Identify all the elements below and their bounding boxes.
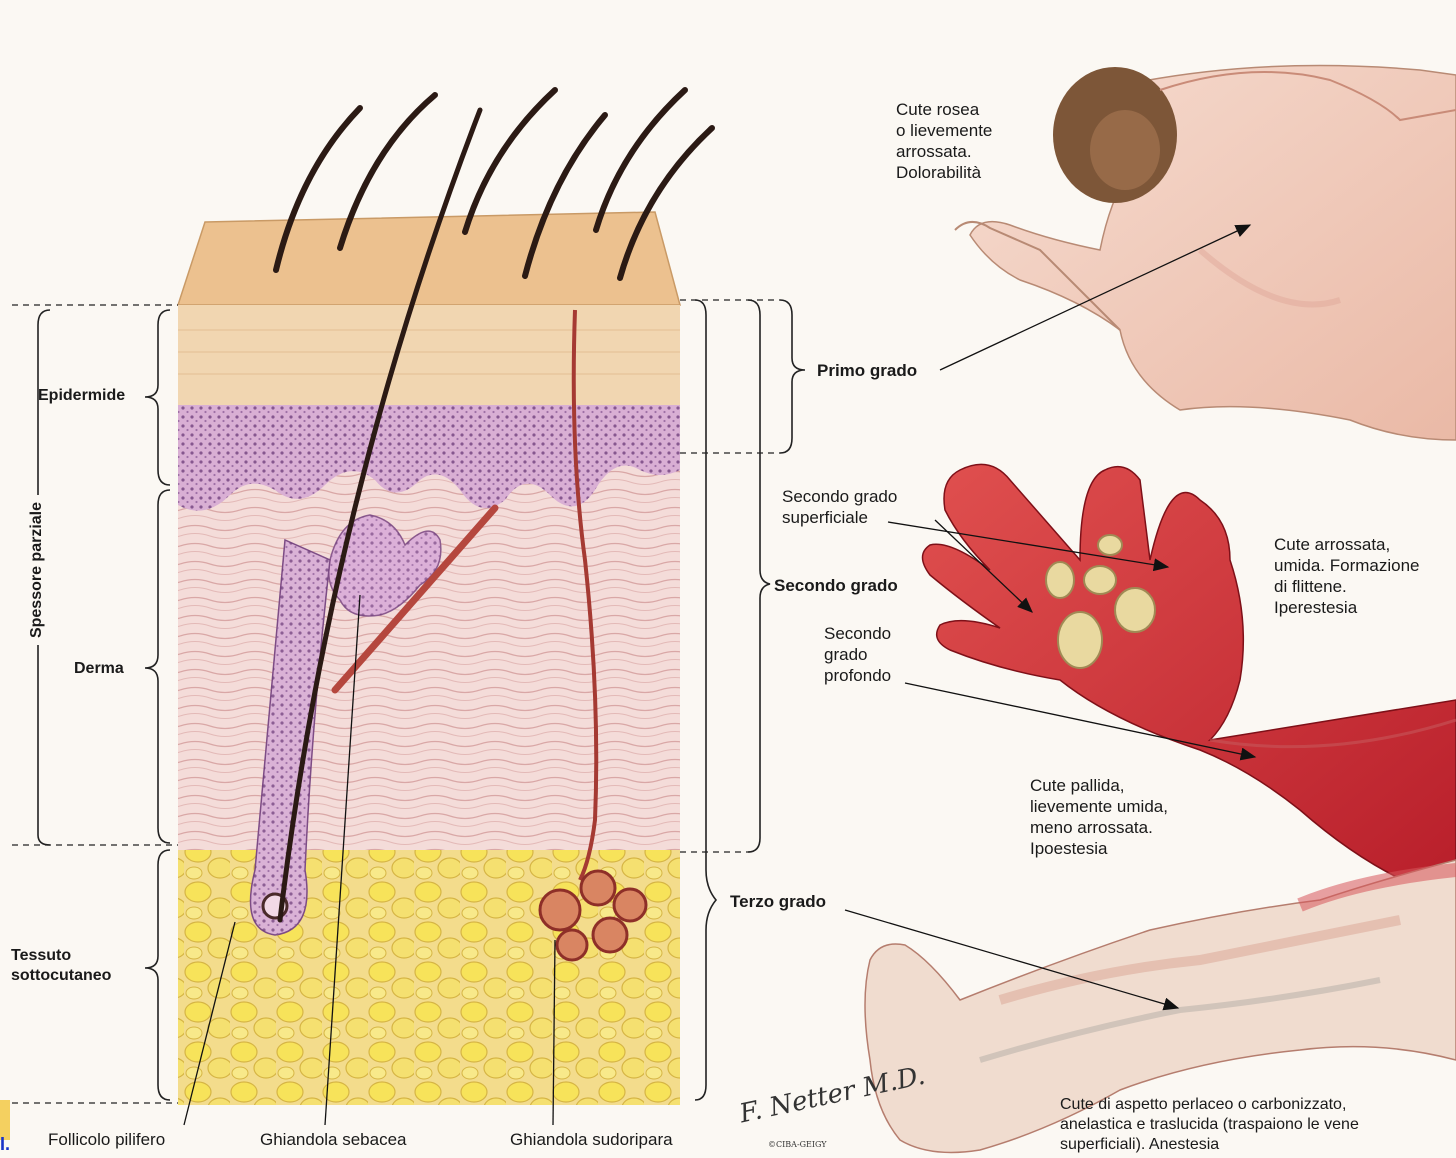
- desc-terzo-grado: Cute di aspetto perlaceo o carbonizzato,…: [1060, 1095, 1359, 1155]
- label-ghiandola-sudoripara: Ghiandola sudoripara: [510, 1129, 673, 1150]
- desc-secondo-superficiale: Cute arrossata, umida. Formazione di fli…: [1274, 534, 1420, 618]
- patient-back-figure: [955, 66, 1456, 441]
- label-derma: Derma: [74, 659, 124, 679]
- label-primo-grado: Primo grado: [817, 360, 917, 381]
- copyright-note: ©CIBA-GEIGY: [768, 1140, 827, 1149]
- label-tessuto-sottocutaneo: Tessuto sottocutaneo: [11, 946, 111, 986]
- label-terzo-grado: Terzo grado: [730, 891, 826, 912]
- burned-hand-figure: [923, 464, 1456, 900]
- epidermis-upper-layer: [178, 305, 680, 405]
- label-spessore-parziale: Spessore parziale: [27, 495, 47, 645]
- label-ghiandola-sebacea: Ghiandola sebacea: [260, 1129, 407, 1150]
- corner-mark: I.: [0, 1134, 10, 1155]
- right-brackets: [695, 300, 805, 1100]
- desc-primo-grado: Cute rosea o lievemente arrossata. Dolor…: [896, 99, 992, 183]
- label-secondo-grado-superficiale: Secondo grado superficiale: [782, 486, 897, 528]
- skin-cross-section: [178, 212, 680, 1105]
- desc-secondo-profondo: Cute pallida, lievemente umida, meno arr…: [1030, 775, 1168, 859]
- label-epidermide: Epidermide: [38, 386, 125, 406]
- label-secondo-grado: Secondo grado: [774, 575, 898, 596]
- label-secondo-grado-profondo: Secondo grado profondo: [824, 623, 891, 686]
- label-follicolo-pilifero: Follicolo pilifero: [48, 1129, 165, 1150]
